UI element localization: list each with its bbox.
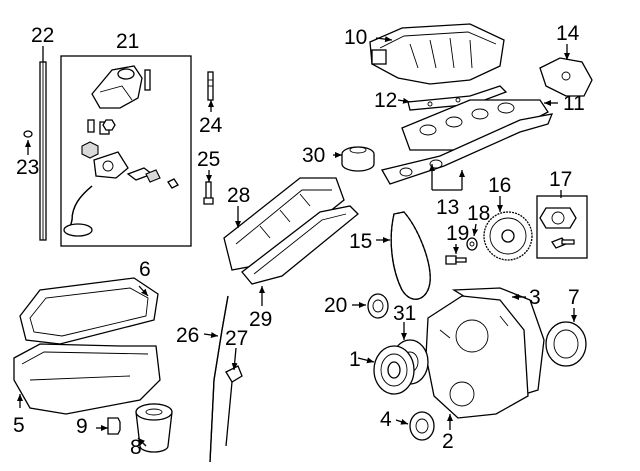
callout-7: 7 — [568, 286, 580, 309]
part-25-bolt — [203, 181, 214, 205]
part-19-bolt — [445, 255, 467, 265]
callout-30: 30 — [302, 144, 325, 167]
callout-5: 5 — [13, 414, 25, 437]
part-18-washer — [466, 237, 478, 251]
part-6-oil-pan-gasket — [19, 277, 159, 345]
callout-12: 12 — [374, 89, 397, 112]
callout-9: 9 — [76, 415, 88, 438]
callout-15: 15 — [349, 230, 372, 253]
callout-23: 23 — [16, 156, 39, 179]
part-24-stud — [207, 71, 214, 101]
callout-20: 20 — [324, 294, 347, 317]
leader-lines — [17, 36, 577, 447]
part-11-lower-intake — [401, 99, 549, 151]
part-27-dipstick — [225, 365, 243, 447]
part-1-pulley — [373, 345, 415, 395]
part-20-crank-sprocket — [367, 293, 389, 319]
callout-29: 29 — [249, 308, 272, 331]
part-16-cam-sprocket — [483, 211, 533, 261]
part-15-timing-chain — [390, 211, 431, 300]
callout-28: 28 — [227, 184, 250, 207]
part-10-intake-manifold — [369, 23, 505, 85]
part-28-valve-cover — [223, 177, 345, 271]
part-7-front-seal — [545, 321, 587, 367]
part-22-dipstick-tube — [39, 61, 47, 241]
part-21-oil-pump-box — [60, 55, 192, 247]
callout-26: 26 — [176, 324, 199, 347]
callout-17: 17 — [549, 168, 572, 191]
callout-6: 6 — [139, 258, 151, 281]
part-26-dipstick-tube — [209, 295, 229, 463]
part-14-cover — [539, 57, 593, 97]
callout-25: 25 — [197, 148, 220, 171]
callout-4: 4 — [380, 408, 392, 431]
callout-10: 10 — [344, 26, 367, 49]
callout-31: 31 — [393, 302, 416, 325]
part-4-seal — [409, 411, 435, 441]
callout-8: 8 — [130, 436, 142, 459]
callout-13: 13 — [436, 196, 459, 219]
callout-1: 1 — [349, 348, 361, 371]
callout-19: 19 — [446, 222, 469, 245]
part-5-oil-pan — [13, 343, 161, 415]
callout-2: 2 — [442, 430, 454, 453]
callout-16: 16 — [488, 174, 511, 197]
callout-22: 22 — [31, 24, 54, 47]
part-23-ring — [23, 130, 33, 138]
part-2-timing-cover — [425, 295, 529, 419]
callout-24: 24 — [199, 114, 223, 137]
callout-27: 27 — [225, 327, 248, 350]
callout-labels: 1 2 3 4 5 6 7 8 9 10 11 12 13 14 15 16 1… — [13, 22, 585, 459]
part-12-gasket — [407, 85, 508, 111]
part-17-seal-box — [536, 195, 588, 259]
part-29-valve-cover-gasket — [241, 205, 359, 285]
callout-21: 21 — [116, 30, 139, 53]
callout-14: 14 — [556, 22, 580, 45]
callout-11: 11 — [563, 92, 585, 115]
part-9-drain-plug — [107, 417, 121, 435]
callout-18: 18 — [467, 202, 490, 225]
part-30-filler-cap — [341, 146, 375, 172]
part-13-manifold-gasket — [381, 113, 554, 185]
callout-3: 3 — [529, 286, 541, 309]
